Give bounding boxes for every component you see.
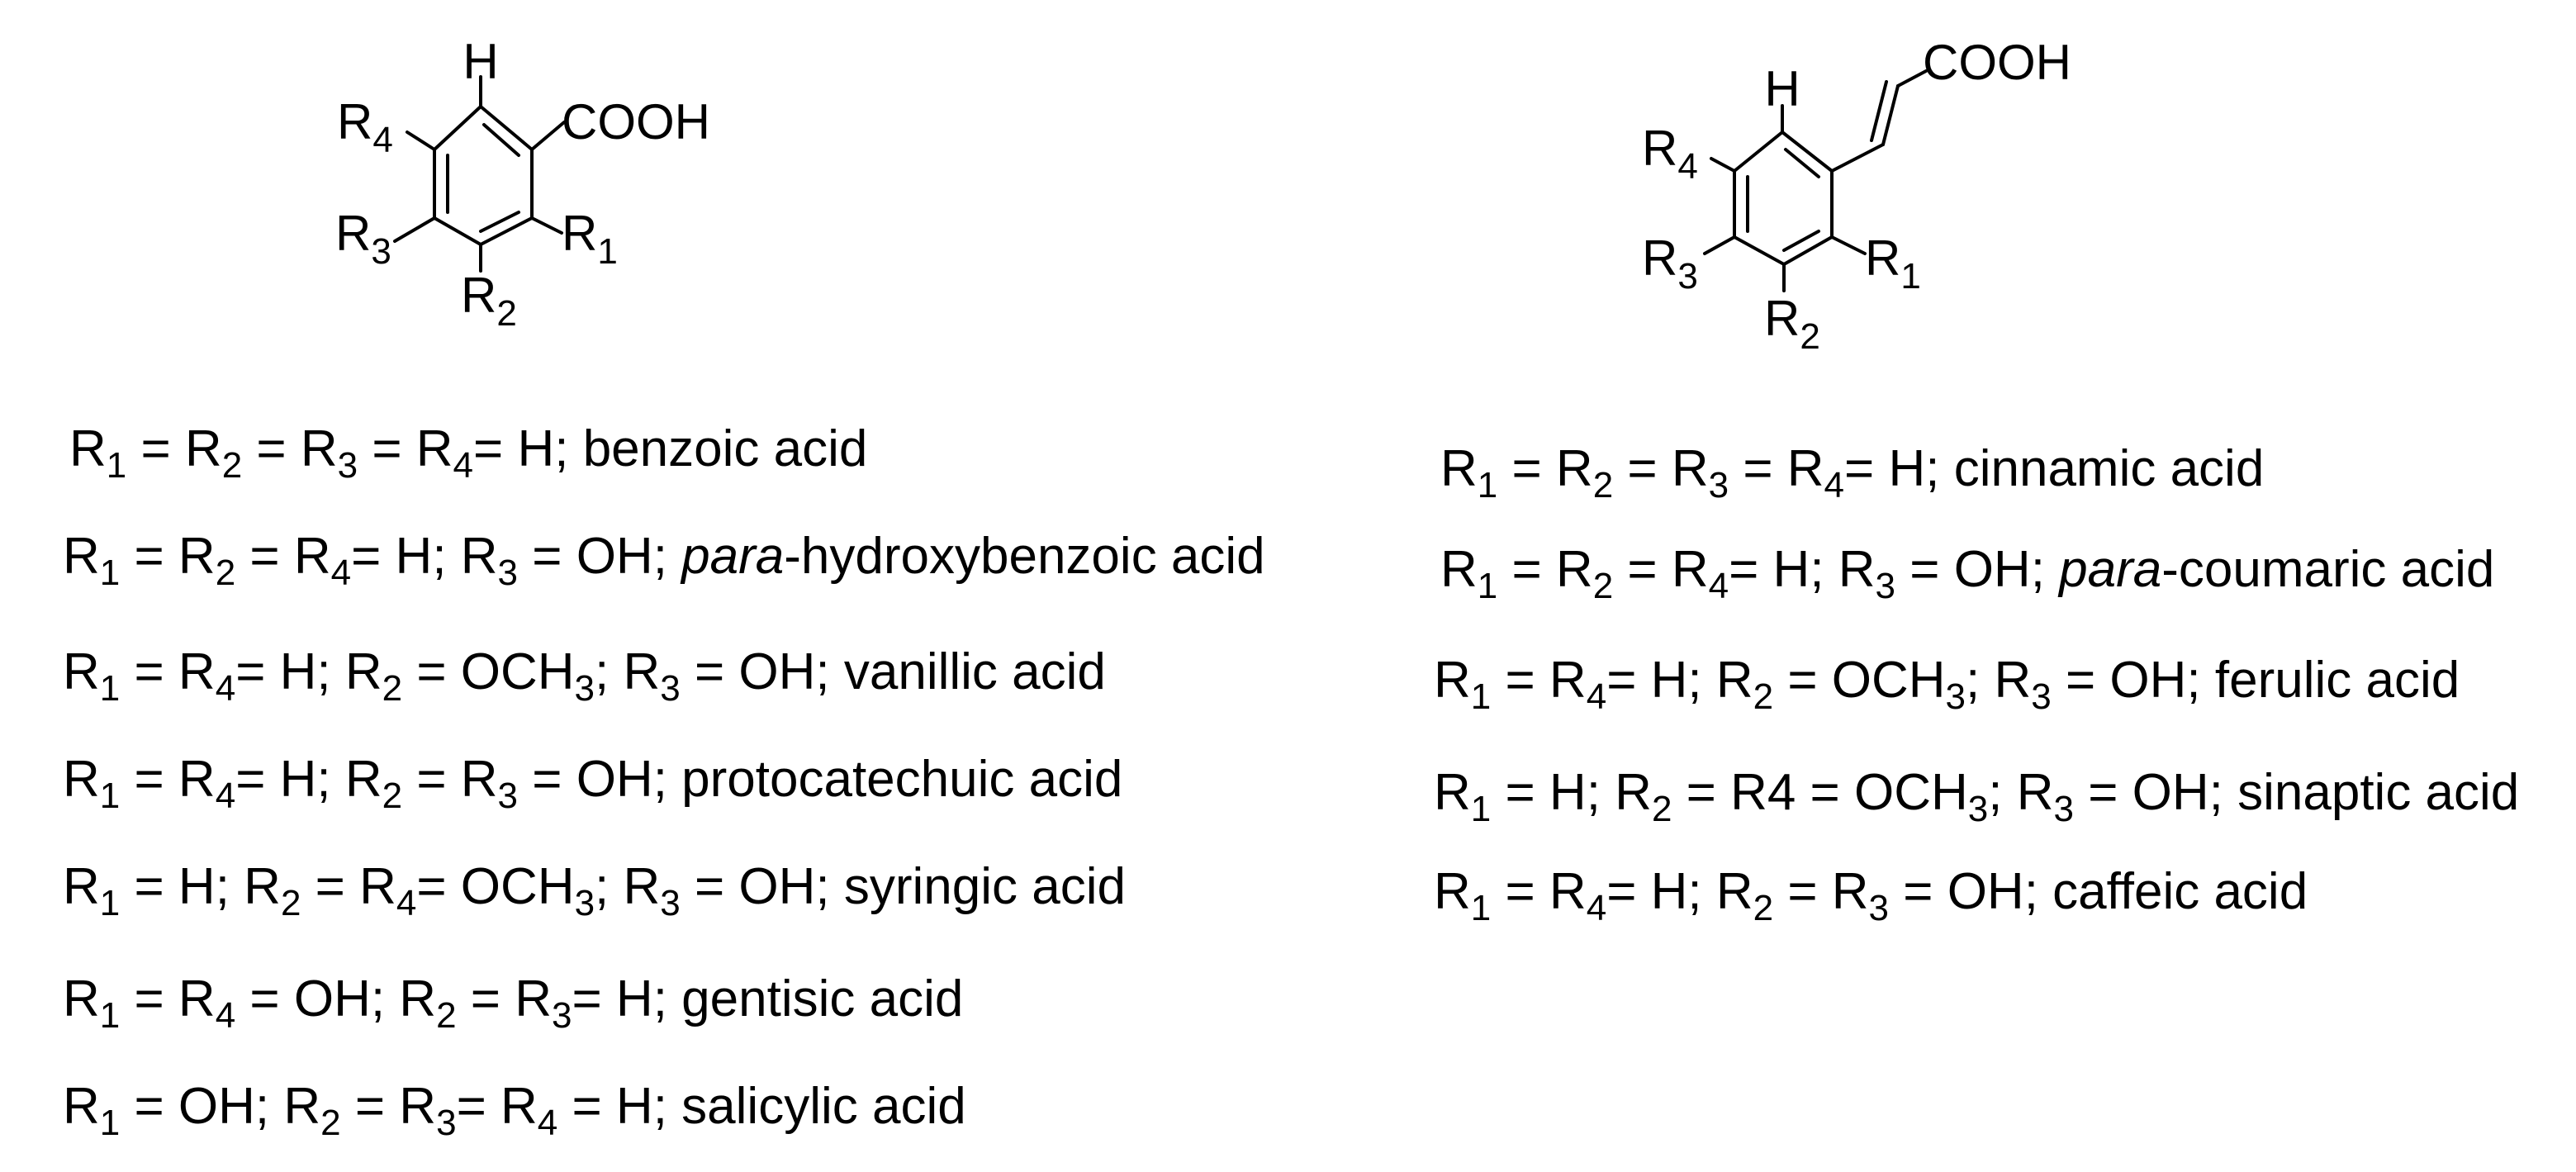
cinnamic-r1-label: R1 xyxy=(1865,230,1921,297)
cinnamic-r2-label: R2 xyxy=(1764,291,1820,357)
benzoic-derivative-row: R1 = R4= H; R2 = R3 = OH; protocatechuic… xyxy=(63,750,1123,816)
substituent-definition: R1 = R4= H; R2 = R3 = OH; xyxy=(63,751,667,816)
benzoic-derivative-row: R1 = R4 = OH; R2 = R3= H; gentisic acid xyxy=(63,970,964,1036)
compound-name: ferulic acid xyxy=(2214,652,2460,709)
benzoic-r1-label: R1 xyxy=(562,206,618,272)
substituent-definition: R1 = R2 = R4= H; R3 = OH; xyxy=(63,528,667,593)
benzoic-hydrogen-label: H xyxy=(463,34,498,89)
substituent-definition: R1 = R4= H; R2 = OCH3; R3 = OH; xyxy=(63,643,830,709)
substituent-definition: R1 = R4= H; R2 = OCH3; R3 = OH; xyxy=(1434,652,2201,717)
compound-name: syringic acid xyxy=(843,858,1127,915)
compound-name: caffeic acid xyxy=(2052,863,2308,920)
cinnamic-hydrogen-label: H xyxy=(1764,61,1800,116)
cinnamic-derivative-row: R1 = H; R2 = R4 = OCH3; R3 = OH; sinapti… xyxy=(1434,763,2520,829)
compound-name: benzoic acid xyxy=(582,420,868,477)
benzoic-derivative-row: R1 = H; R2 = R4= OCH3; R3 = OH; syringic… xyxy=(63,857,1127,923)
cinnamic-side-chain-bonds xyxy=(1830,69,1928,173)
benzoic-carboxyl-label: COOH xyxy=(562,94,710,149)
cinnamic-ring-bonds xyxy=(1733,130,1834,266)
cinnamic-r4-label: R4 xyxy=(1642,121,1698,187)
benzoic-r2-label: R2 xyxy=(461,268,517,334)
substituent-definition: R1 = H; R2 = R4 = OCH3; R3 = OH; xyxy=(1434,764,2223,829)
compound-name: para-hydroxybenzoic acid xyxy=(681,528,1265,585)
compound-name: salicylic acid xyxy=(681,1078,966,1135)
cinnamic-derivative-row: R1 = R4= H; R2 = OCH3; R3 = OH; ferulic … xyxy=(1434,651,2460,717)
benzoic-derivative-row: R1 = R2 = R3 = R4= H; benzoic acid xyxy=(69,420,868,486)
compound-name: gentisic acid xyxy=(681,970,964,1027)
cinnamic-acid-structure: H COOH R4 R3 R1 R2 xyxy=(1642,35,2071,357)
compound-name: cinnamic acid xyxy=(1953,440,2265,497)
benzoic-r3-label: R3 xyxy=(335,206,391,272)
cinnamic-derivative-row: R1 = R2 = R3 = R4= H; cinnamic acid xyxy=(1440,439,2265,505)
substituent-definition: R1 = R2 = R3 = R4= H; xyxy=(69,420,569,486)
cinnamic-derivative-row: R1 = R2 = R4= H; R3 = OH; para-coumaric … xyxy=(1440,540,2495,606)
substituent-definition: R1 = R2 = R4= H; R3 = OH; xyxy=(1440,541,2045,606)
benzoic-substituent-bonds xyxy=(393,75,566,273)
substituent-definition: R1 = R4= H; R2 = R3 = OH; xyxy=(1434,863,2038,928)
benzoic-r4-label: R4 xyxy=(337,94,393,160)
cinnamic-carboxyl-label: COOH xyxy=(1923,35,2071,90)
benzoic-derivative-row: R1 = R4= H; R2 = OCH3; R3 = OH; vanillic… xyxy=(63,643,1106,709)
benzoic-derivative-row: R1 = OH; R2 = R3= R4 = H; salicylic acid xyxy=(63,1077,966,1143)
cinnamic-r3-label: R3 xyxy=(1642,230,1698,297)
compound-name: para-coumaric acid xyxy=(2059,541,2495,598)
substituent-definition: R1 = H; R2 = R4= OCH3; R3 = OH; xyxy=(63,858,830,923)
compound-name-prefix: para xyxy=(681,528,785,585)
substituent-definition: R1 = R2 = R3 = R4= H; xyxy=(1440,440,1940,505)
cinnamic-substituent-bonds xyxy=(1703,104,1867,292)
benzoic-derivative-row: R1 = R2 = R4= H; R3 = OH; para-hydroxybe… xyxy=(63,527,1265,593)
compound-name-prefix: para xyxy=(2059,541,2162,598)
compound-name: protocatechuic acid xyxy=(681,751,1123,808)
benzoic-ring-bonds xyxy=(433,105,534,246)
substituent-definition: R1 = OH; R2 = R3= R4 = H; xyxy=(63,1078,667,1143)
benzoic-acid-structure: H COOH R4 R3 R1 R2 xyxy=(335,34,710,334)
compound-name: vanillic acid xyxy=(843,643,1106,700)
substituent-definition: R1 = R4 = OH; R2 = R3= H; xyxy=(63,970,667,1036)
cinnamic-derivative-row: R1 = R4= H; R2 = R3 = OH; caffeic acid xyxy=(1434,862,2308,928)
compound-name: sinaptic acid xyxy=(2237,764,2520,821)
